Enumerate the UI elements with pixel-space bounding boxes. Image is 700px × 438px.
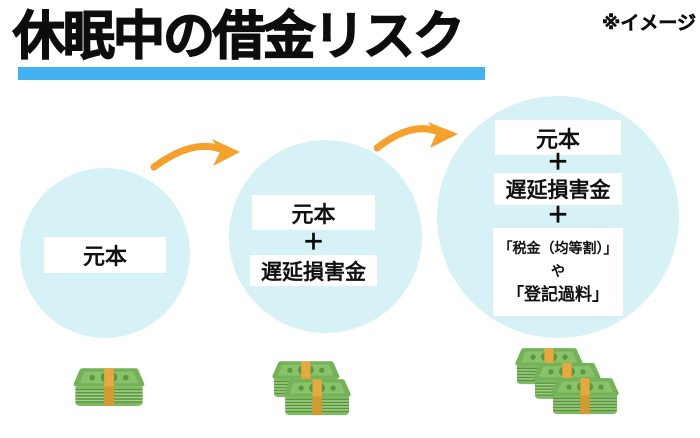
plus-sign: ＋ [547,204,569,228]
title-underline [18,67,485,80]
label-box-principal: 元本 [252,195,375,230]
label-box-principal: 元本 [495,120,621,155]
label-box-late-damages: 遅延損害金 [250,255,377,286]
label-box-principal: 元本 [44,237,166,273]
label-text: 遅延損害金 [261,260,366,284]
label-box-late-damages: 遅延損害金 [494,173,622,205]
risk-circle-stage2 [229,140,422,333]
label-text: 元本 [535,126,580,152]
curved-arrow-icon [150,139,240,171]
image-disclaimer-note: ※イメージ [601,13,697,35]
label-text: 「税金（均等割）」 [498,240,618,256]
label-text: 元本 [291,201,336,227]
money-stack-icon [514,347,620,415]
label-text: や [551,263,565,279]
label-text: 「登記過料」 [507,285,609,304]
money-stack-icon [271,360,352,416]
plus-sign: ＋ [303,231,325,255]
label-text: 遅延損害金 [505,179,611,202]
curved-arrow-icon [374,122,458,152]
page-title: 休眠中の借金リスク [12,7,466,67]
plus-sign: ＋ [547,151,569,174]
label-box-tax-and-fine: 「税金（均等割）」 や 「登記過料」 [493,228,623,316]
label-text: 元本 [82,244,127,269]
money-stack-icon [73,367,145,407]
